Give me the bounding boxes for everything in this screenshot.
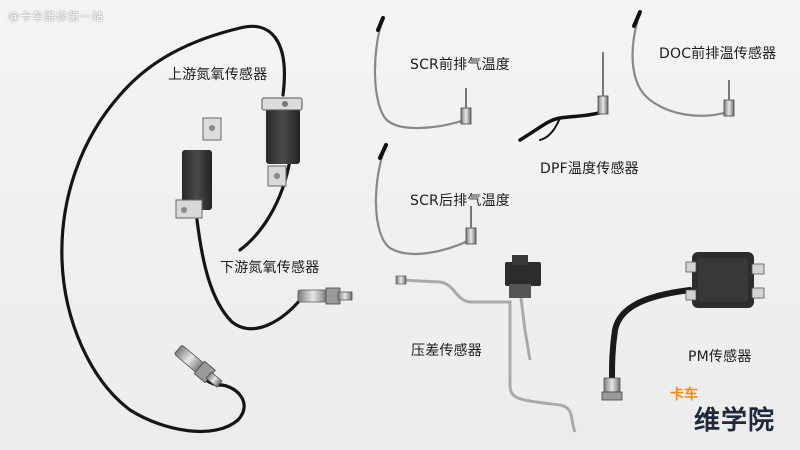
downstream-nox-module [175, 117, 222, 219]
label-dpf-temp: DPF温度传感器 [540, 161, 639, 177]
label-pm: PM传感器 [688, 349, 752, 365]
doc-front-probe [723, 80, 735, 117]
label-scr-rear-temp: SCR后排气温度 [410, 193, 510, 209]
label-downstream-nox: 下游氮氧传感器 [220, 260, 320, 276]
pm-sensor [601, 252, 765, 401]
label-pressure-diff: 压差传感器 [411, 343, 482, 359]
pressure-diff-sensor [395, 255, 577, 433]
dpf-probe [597, 52, 609, 115]
label-scr-front-temp: SCR前排气温度 [410, 57, 510, 73]
scr-front-probe [460, 88, 472, 125]
nox-sensor-cables [60, 24, 302, 434]
upstream-nox-probe [174, 345, 223, 388]
brand-logo-main: 维学院 [694, 406, 776, 436]
scr-rear-probe [465, 206, 477, 245]
label-upstream-nox: 上游氮氧传感器 [168, 67, 268, 83]
brand-logo-top: 卡车 [670, 387, 698, 403]
downstream-nox-probe [297, 287, 353, 305]
watermark-text: @卡车维修第一站 [8, 10, 104, 23]
label-doc-front-temp: DOC前排温传感器 [659, 46, 777, 62]
upstream-nox-module [261, 97, 303, 187]
brand-logo: 卡车 维学院 [668, 384, 775, 437]
temp-sensor-wires [373, 10, 730, 255]
